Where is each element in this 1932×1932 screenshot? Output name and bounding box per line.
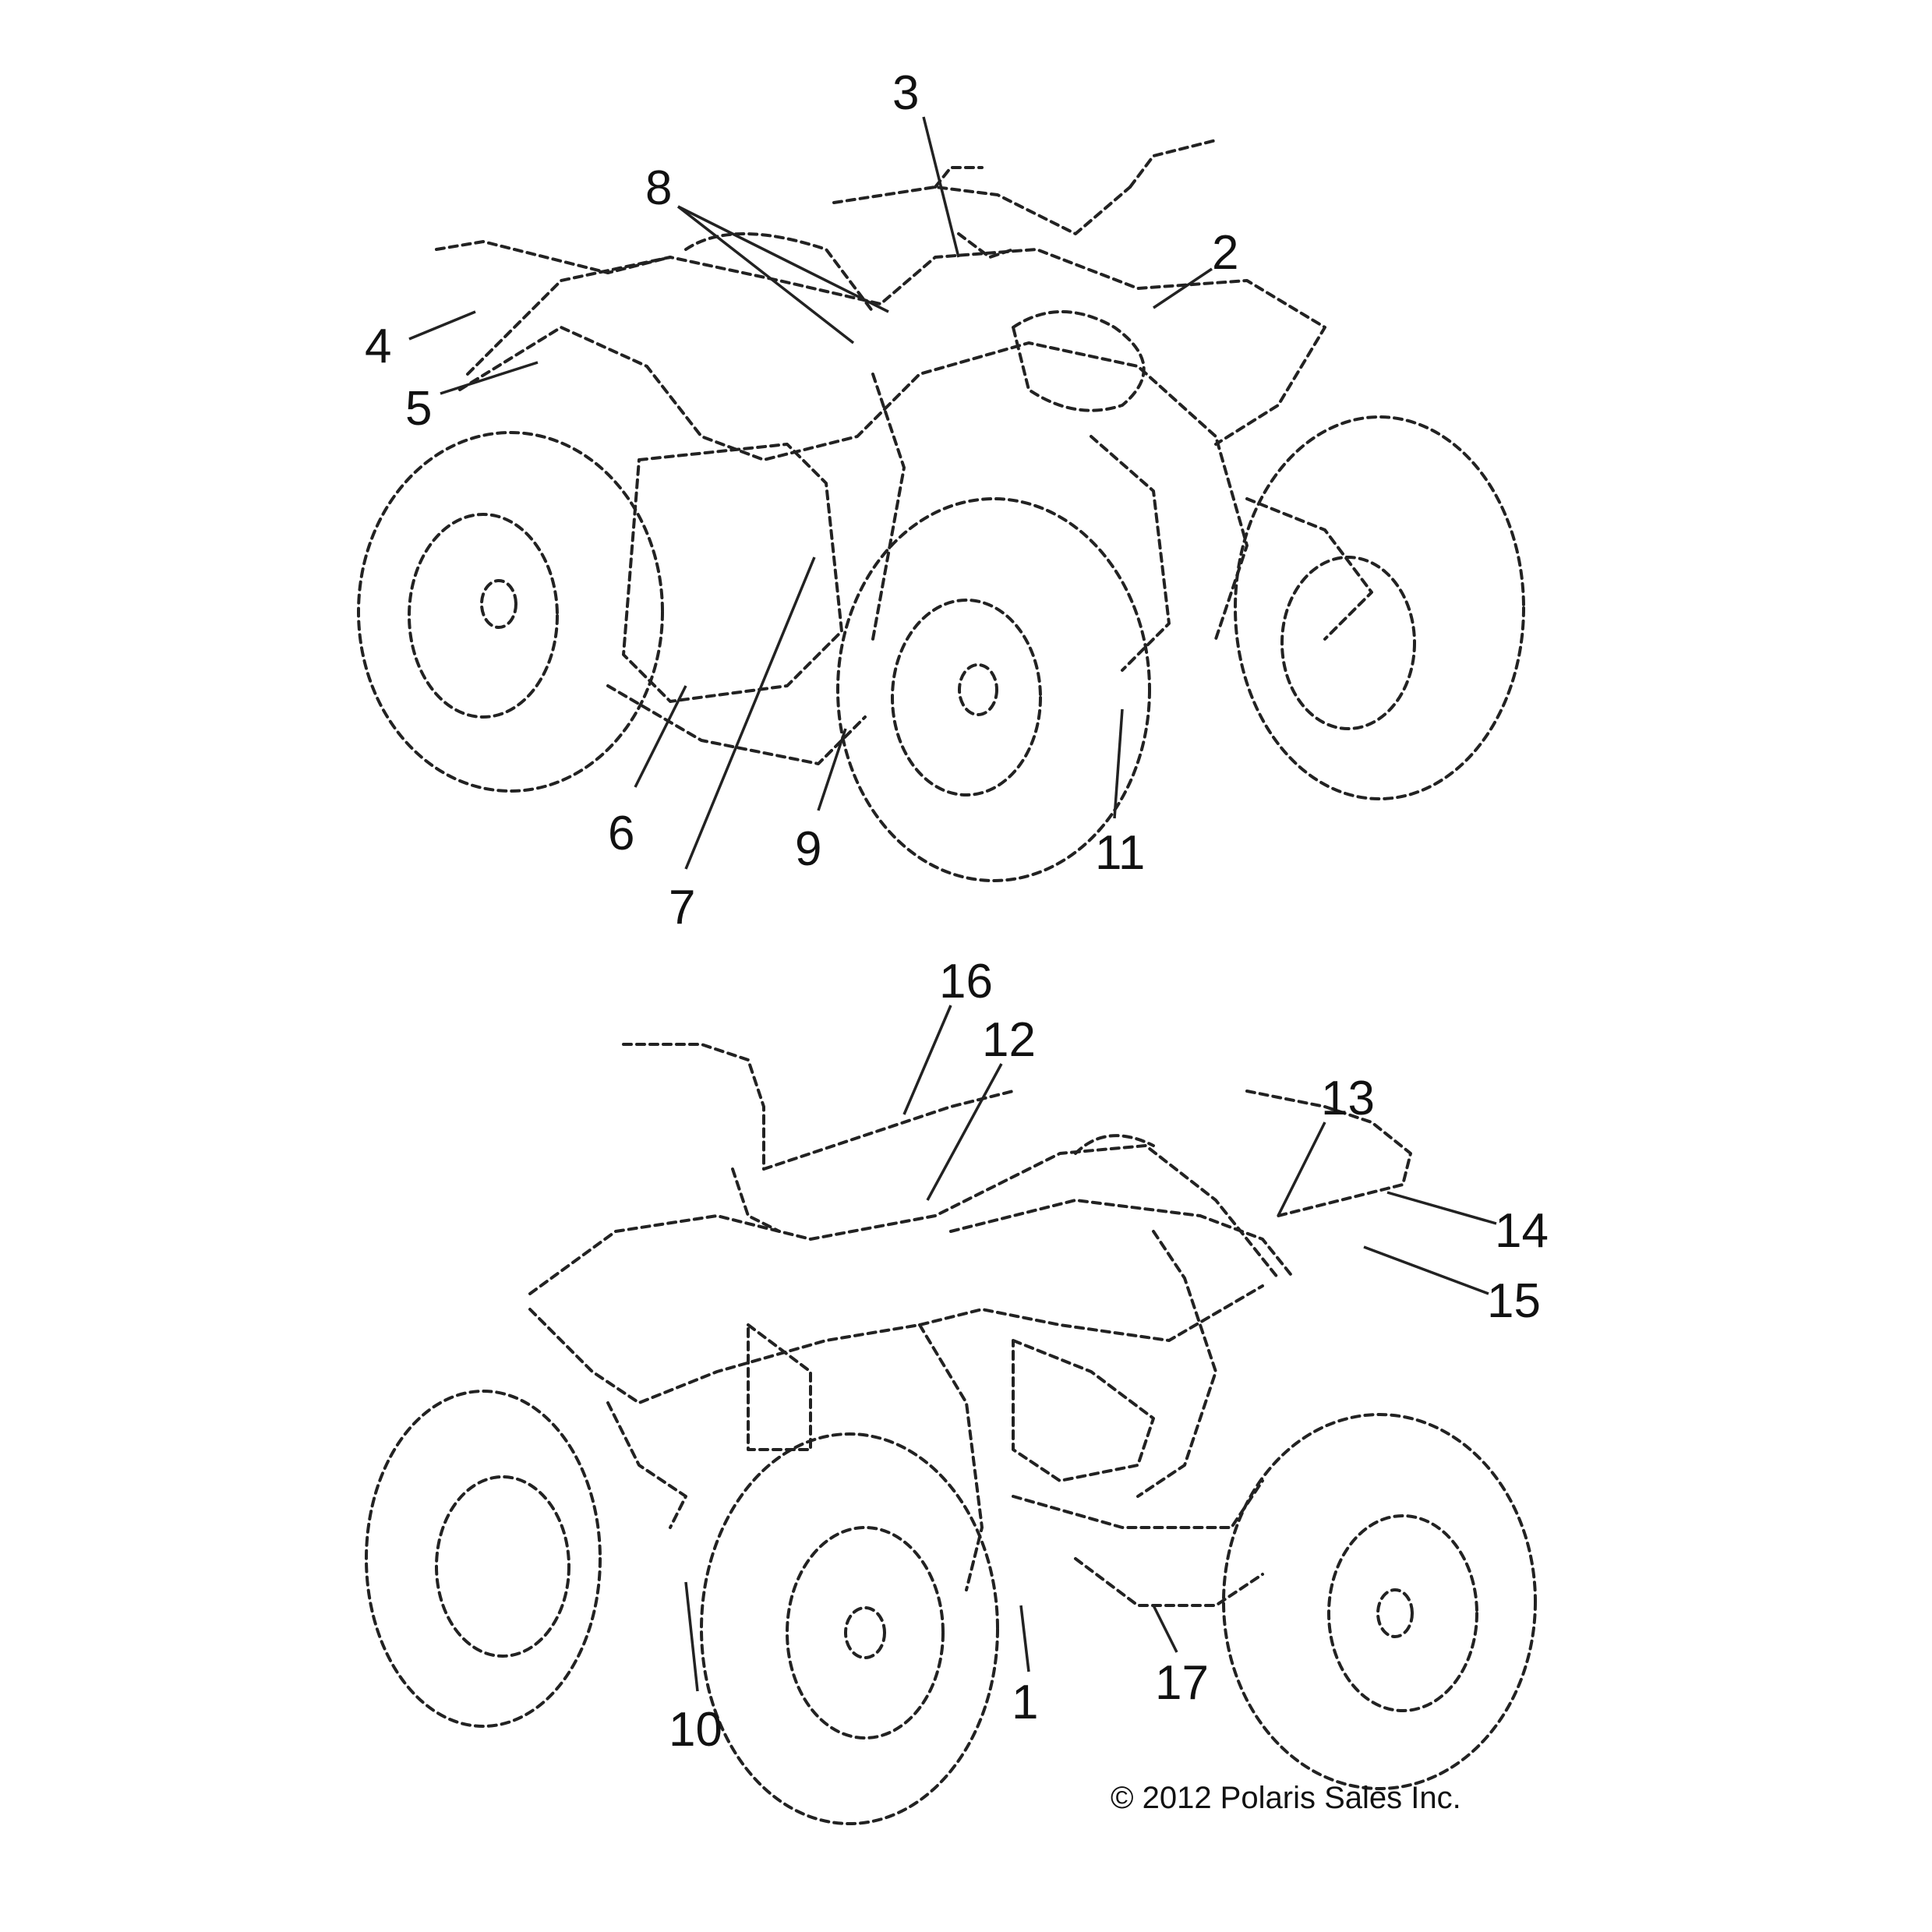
rear-grab-bar-top [435,240,672,274]
callout-10: 10 [669,1703,722,1757]
callout-15: 15 [1487,1274,1541,1328]
leader-8 [677,205,889,313]
atv-top-illustration [357,139,1525,882]
rear-wheel-bottom [1222,1413,1537,1790]
callout-8: 8 [645,161,672,215]
callout-6: 6 [608,807,634,860]
leader-2 [1153,267,1213,309]
leader-9 [817,728,847,811]
copyright-text: © 2012 Polaris Sales Inc. [1111,1781,1461,1815]
callout-12: 12 [982,1013,1036,1067]
handlebar-top [832,139,1217,259]
leader-8b [676,205,855,344]
rear-wheel-top [357,431,664,793]
leader-16 [902,1005,952,1115]
leader-11 [1113,708,1124,819]
leader-17 [1152,1605,1178,1653]
leader-7 [684,556,816,870]
front-wheel-top [836,497,1151,882]
callout-17: 17 [1155,1656,1209,1710]
leader-14 [1386,1191,1497,1225]
leader-3 [922,116,960,258]
callout-7: 7 [669,881,695,934]
callout-9: 9 [795,822,821,876]
leader-10 [684,1581,699,1692]
leader-5 [440,361,539,395]
leader-13 [1277,1121,1326,1217]
callout-2: 2 [1212,226,1238,280]
callout-1: 1 [1012,1676,1038,1729]
leader-1 [1019,1605,1030,1672]
right-wheel-top [1234,415,1525,800]
callout-13: 13 [1321,1072,1375,1125]
leader-4 [408,310,476,341]
callout-3: 3 [892,66,919,120]
handlebar-bottom [622,1043,1015,1233]
atv-bottom-illustration [365,1043,1537,1825]
callout-11: 11 [1095,826,1145,880]
leader-15 [1363,1245,1489,1295]
body-top [458,232,1373,765]
body-bottom [528,1090,1412,1607]
callout-4: 4 [365,320,391,373]
leader-6 [634,685,687,788]
leader-12 [926,1063,1003,1201]
leader-lines [408,116,1497,1692]
front-right-wheel-bottom [700,1432,999,1825]
callout-14: 14 [1495,1204,1549,1258]
callout-16: 16 [939,955,993,1008]
callout-5: 5 [405,382,432,436]
callout-labels: 3 8 2 4 5 6 9 11 7 16 12 13 14 15 17 1 1… [365,66,1549,1757]
front-left-wheel-bottom [365,1390,602,1728]
